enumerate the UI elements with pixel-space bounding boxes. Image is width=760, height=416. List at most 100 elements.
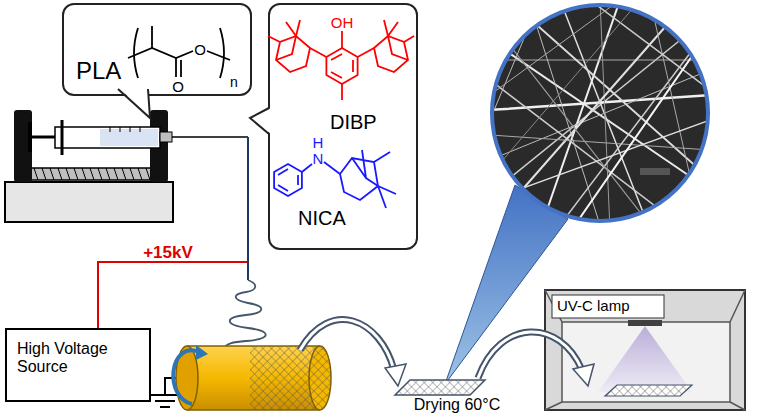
uv-chamber-part: [628, 320, 662, 326]
dibp-structure-part: [374, 20, 414, 72]
compound-name: DIBP: [330, 111, 377, 134]
syringe-pump-part: [5, 182, 173, 222]
uv-chamber-part: [545, 290, 745, 410]
voltage-label: +15kV: [143, 244, 193, 261]
drum-collector-part: [187, 409, 320, 411]
syringe-part: [30, 136, 55, 139]
sem-image-part-part: [600, 0, 610, 230]
callout-box: DIBP NICA: [268, 3, 418, 250]
atom-label: H: [313, 135, 324, 150]
drum-collector: [173, 345, 331, 410]
pla-structure: [128, 26, 230, 78]
dibp-structure: [268, 20, 414, 100]
uv-chamber-part: [598, 326, 692, 392]
wires-part: [247, 137, 249, 280]
fiber-mat: [395, 380, 485, 395]
uv-chamber-part: [605, 385, 692, 396]
sem-image-part-part: [575, 30, 710, 225]
sem-image-part: [490, 0, 710, 230]
fiber-mat-part: [395, 380, 485, 395]
sem-image-part-part: [530, 5, 600, 225]
device-name: UV-C lamp: [557, 297, 630, 314]
device-name: High Voltage Source: [17, 340, 137, 377]
atom-label: N: [313, 151, 324, 166]
compound-name: NICA: [298, 207, 346, 230]
wires-part: [226, 280, 266, 356]
syringe-pump-part: [20, 168, 165, 180]
nica-structure-part: [274, 164, 302, 196]
pla-structure-part: [207, 51, 230, 60]
process-arrow-part: [478, 332, 582, 378]
wires-part: [98, 262, 248, 328]
process-arrow-part: [300, 320, 394, 370]
sem-image-part-part: [640, 168, 670, 175]
syringe-pump-part: [14, 110, 32, 182]
uv-chamber-box: UV-C lamp: [545, 290, 745, 410]
syringe-part: [172, 136, 248, 138]
callout-tail: [118, 87, 271, 134]
dibp-structure-part: [310, 48, 374, 57]
process-arrow-part: [478, 332, 582, 378]
nica-structure-part: [278, 169, 298, 191]
sem-image-part: [492, 5, 708, 221]
nica-structure-part: [324, 162, 340, 174]
fiber-mat-part: [395, 380, 485, 395]
process-arrow-part: [385, 364, 406, 386]
uv-chamber-part: [545, 290, 745, 410]
nica-structure-part: [340, 150, 396, 208]
process-arrow: [300, 320, 594, 386]
uv-chamber-part: [562, 322, 730, 402]
atom-label: O: [194, 42, 206, 57]
nica-structure-part: [302, 164, 312, 172]
pla-structure-part: [176, 58, 181, 77]
wires-part: [150, 395, 180, 407]
drum-collector-part: [187, 346, 320, 410]
power-supply-box: High Voltage Source: [5, 328, 151, 402]
uv-chamber-part: [552, 295, 664, 318]
pla-structure-part: [134, 28, 138, 78]
uv-chamber: [545, 290, 745, 410]
drum-collector-part: [196, 345, 208, 360]
syringe-part: [61, 120, 64, 155]
dibp-structure-part: [268, 20, 310, 72]
callout-tail-part: [250, 108, 271, 134]
dibp-structure-part: [326, 48, 357, 84]
syringe-part: [55, 127, 160, 148]
dibp-structure-part: [341, 84, 343, 100]
callout-box: PLA: [62, 3, 252, 96]
pla-structure-part: [151, 26, 153, 48]
sem-image-part-part: [590, 0, 710, 90]
syringe-part: [110, 127, 140, 132]
syringe-part: [100, 129, 158, 146]
syringe: [30, 120, 248, 155]
callout-tail-part: [118, 87, 150, 118]
sem-image-part-part: [560, 40, 700, 225]
drum-collector-part: [173, 350, 200, 404]
sem-image-part-part: [490, 0, 640, 175]
drum-collector-part: [309, 346, 331, 410]
syringe-part: [28, 122, 32, 152]
sem-image-part-part: [490, 70, 710, 160]
polymer-name: PLA: [76, 57, 121, 85]
step-label: Drying 60°C: [414, 397, 500, 413]
syringe-pump: [5, 110, 173, 222]
process-arrow-part: [300, 320, 394, 370]
sem-image-part-part: [490, 0, 540, 120]
pla-structure-part: [220, 28, 224, 78]
sem-image-part-part: [490, 80, 680, 225]
dibp-structure-part: [341, 31, 343, 48]
uv-chamber-part: [605, 385, 692, 396]
repeat-index: n: [230, 75, 238, 89]
pla-structure-part: [128, 48, 193, 58]
atom-label: O: [172, 79, 184, 94]
drum-collector-part: [309, 346, 331, 410]
syringe-part: [160, 132, 172, 142]
syringe-pump-part: [26, 168, 150, 180]
nica-structure: [274, 150, 396, 208]
callout-tail-part: [250, 108, 269, 134]
sem-image-part-part: [540, 0, 620, 230]
dibp-structure-part: [331, 54, 353, 78]
callout-tail-part: [118, 89, 150, 118]
